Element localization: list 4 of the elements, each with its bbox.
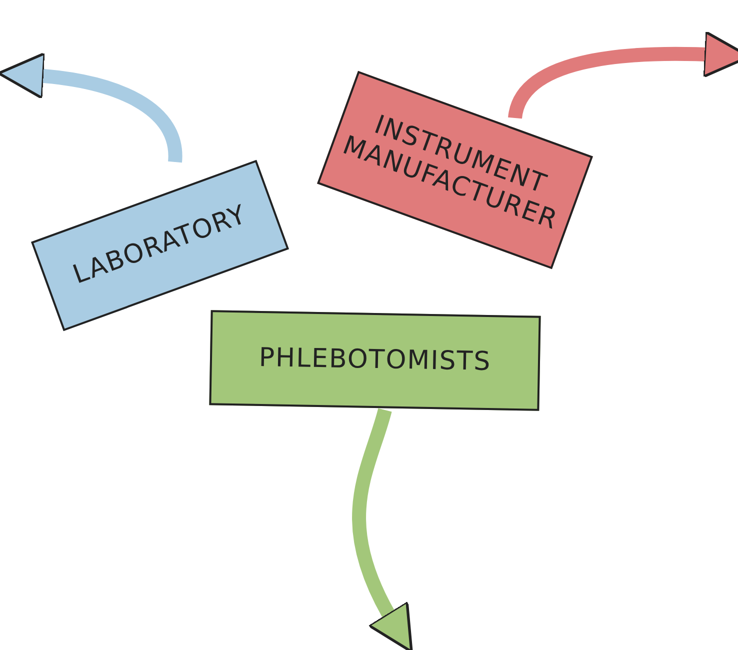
arrow (508, 30, 738, 120)
label-sign (209, 310, 541, 410)
arrow (352, 408, 412, 650)
sign-text: PHLEBOTOMISTS (258, 343, 492, 377)
